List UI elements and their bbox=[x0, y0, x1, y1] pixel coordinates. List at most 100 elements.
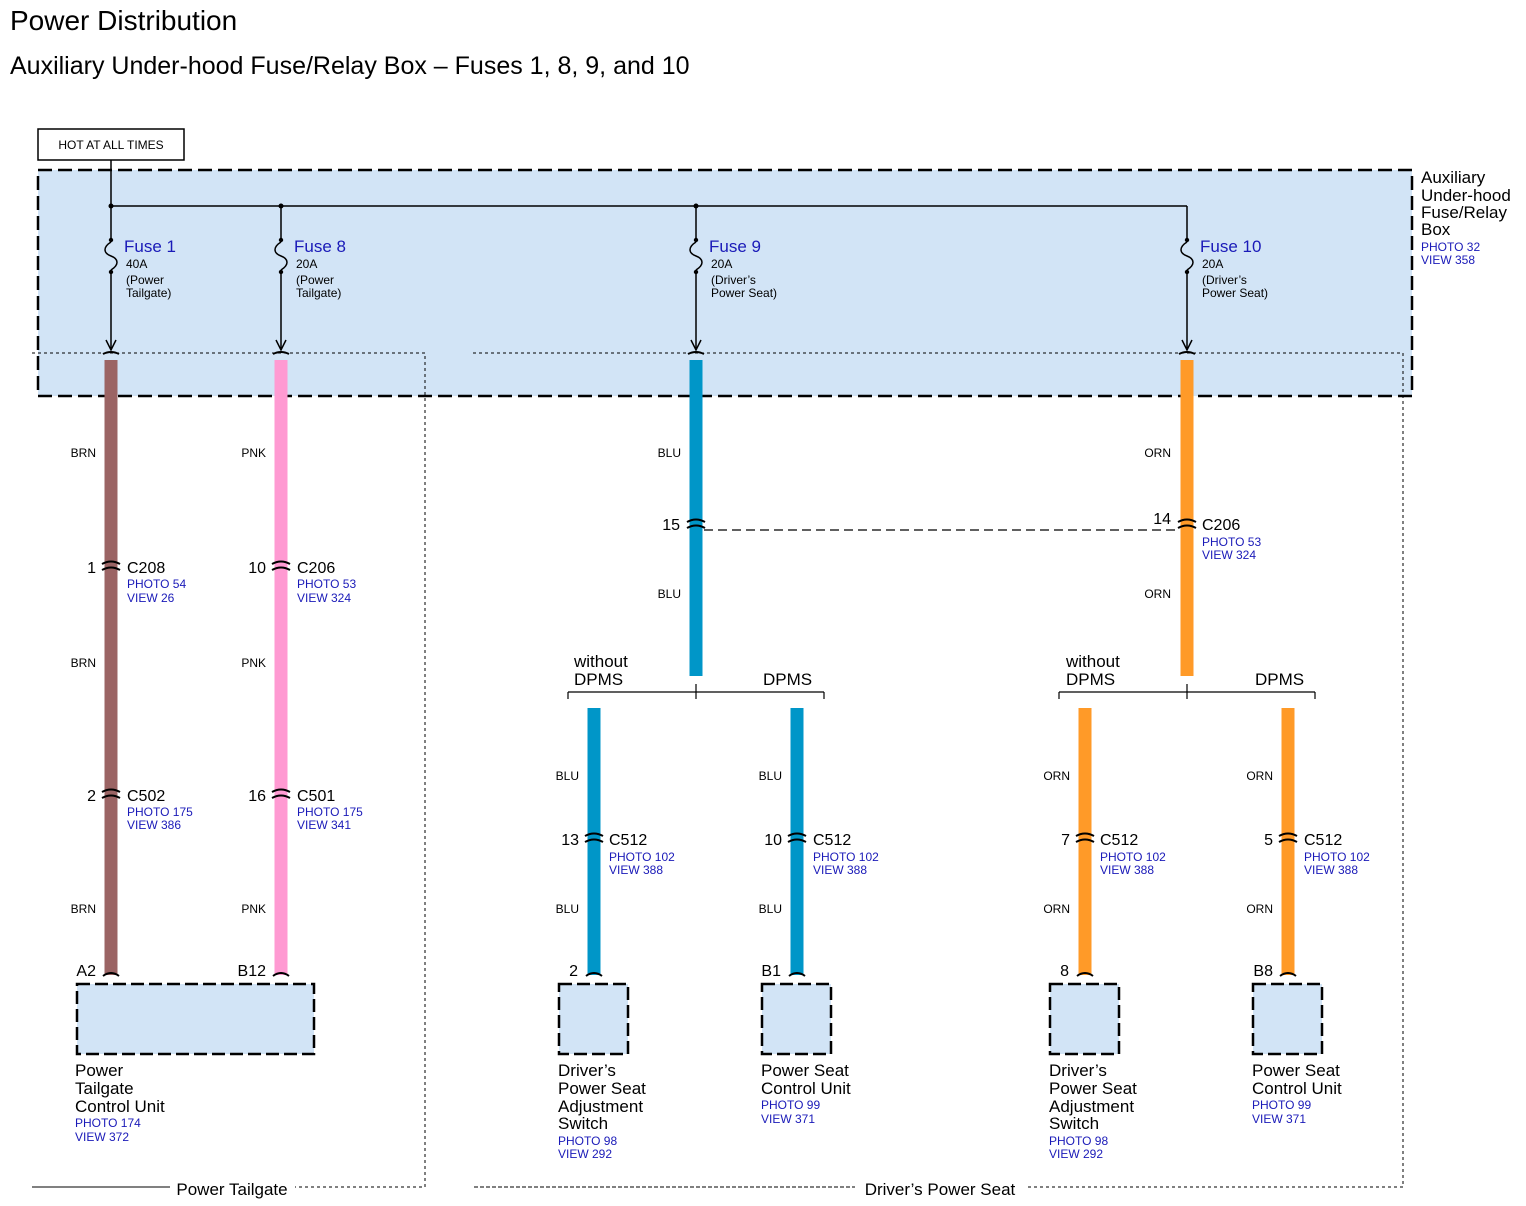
fuse-8-desc-2: Tailgate) bbox=[296, 286, 341, 300]
c512-name: C512 bbox=[1100, 832, 1138, 849]
drivers-power-seat-group-border bbox=[473, 352, 1404, 1188]
switch-left-view-link[interactable]: VIEW 292 bbox=[558, 1147, 612, 1161]
fuse-9-symbol bbox=[689, 241, 703, 271]
switch-left-name-line-4: Switch bbox=[558, 1114, 608, 1133]
connector-cavity-icon bbox=[102, 351, 120, 355]
fuse-10-name: Fuse 10 bbox=[1200, 237, 1261, 256]
connector-cavity-icon bbox=[272, 351, 290, 355]
fuse-box-name-line-1: Auxiliary bbox=[1421, 168, 1486, 187]
wire-label: BLU bbox=[658, 587, 681, 601]
wire-label: ORN bbox=[1144, 587, 1171, 601]
c208-view-link[interactable]: VIEW 26 bbox=[127, 591, 175, 605]
c512-view-link[interactable]: VIEW 388 bbox=[609, 863, 663, 877]
fuse-9-name: Fuse 9 bbox=[709, 237, 761, 256]
connector-cavity-icon bbox=[1178, 351, 1196, 355]
c502-view-link[interactable]: VIEW 386 bbox=[127, 818, 181, 832]
c206-blu-pin: 15 bbox=[662, 517, 680, 534]
psc-right-view-link[interactable]: VIEW 371 bbox=[1252, 1112, 1306, 1126]
fuse-9-desc-2: Power Seat) bbox=[711, 286, 777, 300]
fuse-8-desc-1: (Power bbox=[296, 273, 334, 287]
fuse-terminal bbox=[1184, 237, 1190, 243]
c512-name: C512 bbox=[609, 832, 647, 849]
fuse-1-symbol bbox=[104, 241, 118, 271]
c206-pin: 10 bbox=[248, 560, 266, 577]
psc-left-name-line-2: Control Unit bbox=[761, 1079, 851, 1098]
option-dpms-label: DPMS bbox=[763, 670, 812, 689]
fuse-8-rating: 20A bbox=[296, 257, 317, 271]
c512-pin: 7 bbox=[1061, 832, 1070, 849]
fuse-9-desc-1: (Driver’s bbox=[711, 273, 756, 287]
c501-pin: 16 bbox=[248, 788, 266, 805]
switch-left-photo-link[interactable]: PHOTO 98 bbox=[558, 1134, 617, 1148]
c512-view-link[interactable]: VIEW 388 bbox=[1100, 863, 1154, 877]
switch-right-name-line-1: Driver’s bbox=[1049, 1061, 1107, 1080]
psc-right-photo-link[interactable]: PHOTO 99 bbox=[1252, 1098, 1311, 1112]
wire-label: ORN bbox=[1246, 769, 1273, 783]
c501-view-link[interactable]: VIEW 341 bbox=[297, 818, 351, 832]
psc-left-photo-link[interactable]: PHOTO 99 bbox=[761, 1098, 820, 1112]
terminal-icon bbox=[585, 972, 603, 977]
switch-left-name-line-2: Power Seat bbox=[558, 1079, 646, 1098]
hot-at-all-times-label: HOT AT ALL TIMES bbox=[58, 138, 163, 152]
wire-label: PNK bbox=[241, 446, 266, 460]
bus-junction-dot bbox=[278, 203, 284, 209]
fuse-10: Fuse 10 20A (Driver’s Power Seat) bbox=[1178, 237, 1268, 355]
tailgate-view-link[interactable]: VIEW 372 bbox=[75, 1130, 129, 1144]
c501-photo-link[interactable]: PHOTO 175 bbox=[297, 805, 363, 819]
c206-photo-link[interactable]: PHOTO 53 bbox=[297, 577, 356, 591]
option-dpms-label: DPMS bbox=[1255, 670, 1304, 689]
fuse-box-name-line-4: Box bbox=[1421, 220, 1451, 239]
c512-photo-link[interactable]: PHOTO 102 bbox=[1304, 850, 1370, 864]
fuse-box-photo-link[interactable]: PHOTO 32 bbox=[1421, 240, 1480, 254]
page-subtitle: Auxiliary Under-hood Fuse/Relay Box – Fu… bbox=[10, 52, 690, 80]
power-seat-control-unit-box bbox=[760, 982, 833, 1056]
option-without-label: without bbox=[573, 652, 628, 671]
fuse-1-name: Fuse 1 bbox=[124, 237, 176, 256]
fuse-terminal bbox=[1184, 269, 1190, 275]
c206-orn-view-link[interactable]: VIEW 324 bbox=[1202, 548, 1256, 562]
fuse-terminal bbox=[278, 237, 284, 243]
wire-label: BRN bbox=[71, 446, 96, 460]
fuse-1-desc-2: Tailgate) bbox=[126, 286, 171, 300]
fuse-box-name-line-2: Under-hood bbox=[1421, 186, 1511, 205]
fuse-box-name-line-3: Fuse/Relay bbox=[1421, 203, 1507, 222]
c502-photo-link[interactable]: PHOTO 175 bbox=[127, 805, 193, 819]
terminal-icon bbox=[788, 972, 806, 977]
arrow-down-icon bbox=[275, 339, 287, 352]
wire-label: PNK bbox=[241, 656, 266, 670]
psc-left-view-link[interactable]: VIEW 371 bbox=[761, 1112, 815, 1126]
switch-right-photo-link[interactable]: PHOTO 98 bbox=[1049, 1134, 1108, 1148]
c208-photo-link[interactable]: PHOTO 54 bbox=[127, 577, 186, 591]
fuse-1: Fuse 1 40A (Power Tailgate) bbox=[102, 237, 176, 355]
switch-right-view-link[interactable]: VIEW 292 bbox=[1049, 1147, 1103, 1161]
power-tailgate-control-unit-box bbox=[75, 982, 316, 1056]
c206-orn-photo-link[interactable]: PHOTO 53 bbox=[1202, 535, 1261, 549]
c512-photo-link[interactable]: PHOTO 102 bbox=[813, 850, 879, 864]
tailgate-photo-link[interactable]: PHOTO 174 bbox=[75, 1116, 141, 1130]
arrow-down-icon bbox=[690, 339, 702, 352]
switch-right-name-line-3: Adjustment bbox=[1049, 1097, 1134, 1116]
wire-label: BRN bbox=[71, 902, 96, 916]
power-seat-control-unit-box bbox=[1251, 982, 1324, 1056]
psc-right-name-line-2: Control Unit bbox=[1252, 1079, 1342, 1098]
fuse-10-rating: 20A bbox=[1202, 257, 1223, 271]
psc-right-name-line-1: Power Seat bbox=[1252, 1061, 1340, 1080]
c512-photo-link[interactable]: PHOTO 102 bbox=[1100, 850, 1166, 864]
c501-name: C501 bbox=[297, 788, 335, 805]
terminal-icon bbox=[102, 972, 120, 977]
fuse-box-view-link[interactable]: VIEW 358 bbox=[1421, 253, 1475, 267]
switch-right-pin: 8 bbox=[1060, 963, 1069, 980]
fuse-1-desc-1: (Power bbox=[126, 273, 164, 287]
fuse-terminal bbox=[693, 269, 699, 275]
wire-label: BLU bbox=[556, 769, 579, 783]
bus-junction-dot bbox=[108, 203, 114, 209]
c512-view-link[interactable]: VIEW 388 bbox=[813, 863, 867, 877]
page-title: Power Distribution bbox=[10, 5, 237, 36]
c512-view-link[interactable]: VIEW 388 bbox=[1304, 863, 1358, 877]
c512-photo-link[interactable]: PHOTO 102 bbox=[609, 850, 675, 864]
fuse-8-symbol bbox=[274, 241, 288, 271]
terminal-icon bbox=[1279, 972, 1297, 977]
c502-name: C502 bbox=[127, 788, 165, 805]
c206-view-link[interactable]: VIEW 324 bbox=[297, 591, 351, 605]
